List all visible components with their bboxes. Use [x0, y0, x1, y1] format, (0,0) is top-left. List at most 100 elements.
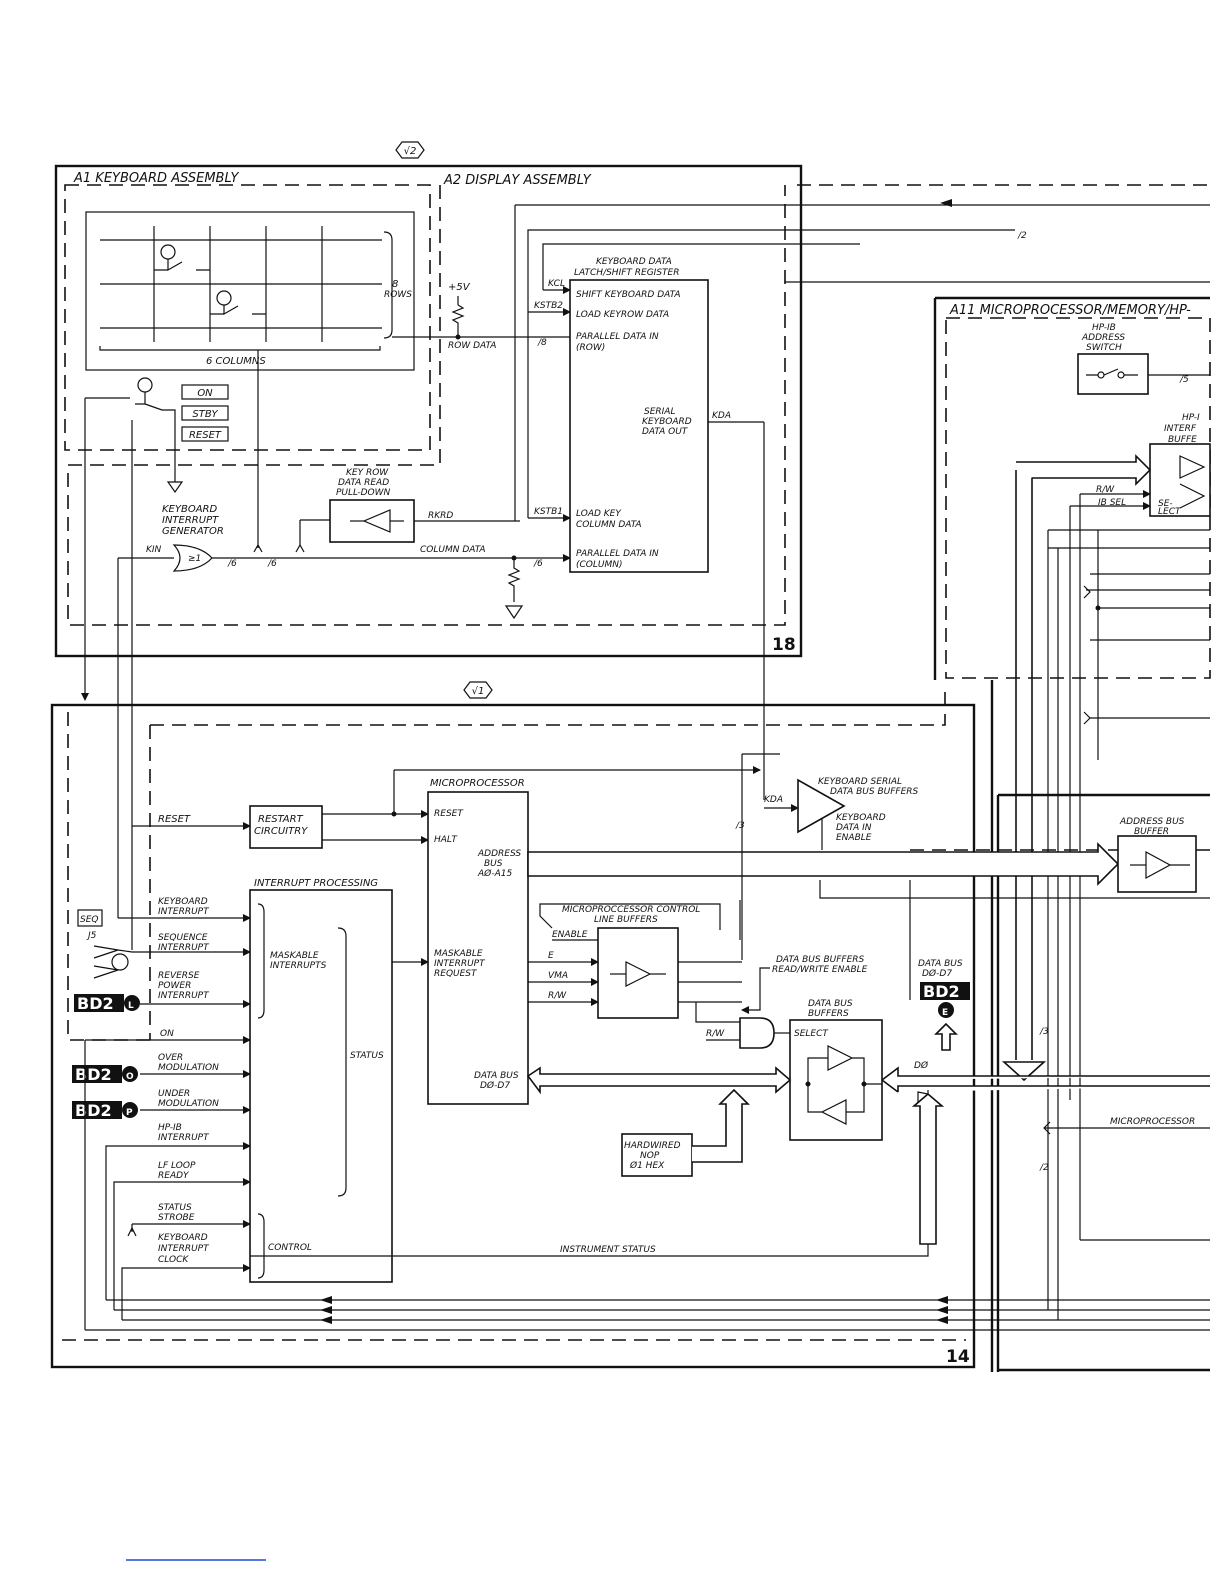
- svg-text:SE-: SE-: [1158, 499, 1173, 509]
- page-number-18: 18: [772, 635, 796, 655]
- svg-text:J5: J5: [86, 931, 97, 941]
- svg-text:/3: /3: [735, 821, 745, 831]
- svg-text:KEYBOARD: KEYBOARD: [642, 417, 692, 427]
- keyboard-latch-register: KEYBOARD DATA LATCH/SHIFT REGISTER SHIFT…: [514, 199, 1210, 800]
- svg-text:DATA OUT: DATA OUT: [642, 427, 689, 437]
- svg-text:≥1: ≥1: [188, 554, 201, 564]
- svg-text:LECT: LECT: [1158, 507, 1182, 517]
- svg-text:HP-IB: HP-IB: [158, 1123, 182, 1133]
- svg-text:/6: /6: [227, 559, 237, 569]
- svg-text:CLOCK: CLOCK: [158, 1255, 189, 1265]
- svg-text:ON: ON: [160, 1029, 174, 1039]
- svg-text:VMA: VMA: [548, 971, 568, 981]
- svg-text:DØ-D7: DØ-D7: [480, 1080, 510, 1091]
- svg-text:RKRD: RKRD: [428, 511, 453, 521]
- svg-text:(ROW): (ROW): [576, 343, 605, 353]
- svg-text:RESET: RESET: [434, 809, 464, 819]
- data-bus-buffers: DATA BUS BUFFERS READ/WRITE ENABLE DATA …: [250, 955, 1210, 1257]
- svg-text:√2: √2: [404, 146, 417, 157]
- svg-text:E: E: [942, 1008, 948, 1018]
- svg-text:IB SEL: IB SEL: [1098, 498, 1126, 508]
- address-bus: ADDRESS BUS BUFFER: [527, 817, 1197, 893]
- keyboard-interrupt-gate: KEYBOARD INTERRUPT GENERATOR ≥1 KIN /6 /…: [117, 504, 520, 918]
- svg-text:BUS: BUS: [484, 859, 503, 869]
- svg-text:R/W: R/W: [706, 1029, 725, 1039]
- svg-text:PULL-DOWN: PULL-DOWN: [336, 488, 391, 498]
- svg-text:LOAD KEYROW DATA: LOAD KEYROW DATA: [576, 310, 669, 320]
- board-ref-bd2-o: BD2 O: [72, 1065, 138, 1084]
- svg-text:INSTRUMENT STATUS: INSTRUMENT STATUS: [560, 1245, 656, 1255]
- key-switch-icon: [160, 244, 176, 260]
- svg-text:DATA READ: DATA READ: [338, 478, 389, 488]
- board-ref-bd2-l: BD2 L: [74, 994, 140, 1013]
- svg-text:MICROPROCCESSOR CONTROL: MICROPROCCESSOR CONTROL: [562, 905, 700, 915]
- svg-text:UNDER: UNDER: [158, 1089, 190, 1099]
- svg-text:AØ-A15: AØ-A15: [477, 868, 513, 879]
- svg-text:L: L: [128, 1001, 134, 1011]
- page-number-14: 14: [946, 1347, 970, 1367]
- svg-text:SEQ: SEQ: [80, 915, 98, 925]
- svg-text:MASKABLE: MASKABLE: [270, 951, 319, 961]
- svg-text:INTERRUPT: INTERRUPT: [434, 959, 486, 969]
- svg-text:LF LOOP: LF LOOP: [158, 1161, 196, 1171]
- a11-assembly: A11 MICROPROCESSOR/MEMORY/HP- HP-IB ADDR…: [933, 296, 1211, 1320]
- svg-text:MICROPROCESSOR: MICROPROCESSOR: [1110, 1117, 1195, 1127]
- board-ref-bd2-e: DATA BUS DØ-D7 BD2 E: [918, 959, 970, 1051]
- svg-text:HARDWIRED: HARDWIRED: [624, 1141, 681, 1151]
- svg-text:KSTB1: KSTB1: [534, 507, 563, 517]
- svg-text:REQUEST: REQUEST: [434, 969, 478, 979]
- svg-text:MICROPROCESSOR: MICROPROCESSOR: [430, 778, 525, 789]
- svg-text:ENABLE: ENABLE: [552, 930, 588, 940]
- svg-text:P: P: [126, 1108, 133, 1118]
- svg-text:+5V: +5V: [448, 282, 471, 293]
- svg-text:KDA: KDA: [712, 411, 731, 421]
- svg-text:KSTB2: KSTB2: [534, 301, 563, 311]
- interrupt-inputs: KEYBOARD INTERRUPT SEQUENCE INTERRUPT RE…: [85, 897, 251, 1320]
- svg-text:STATUS: STATUS: [158, 1203, 192, 1213]
- power-switch: ON STBY RESET: [81, 377, 229, 950]
- svg-text:RESET: RESET: [189, 430, 222, 441]
- lower-bus-lines: MICROPROCESSOR /3 /2: [84, 880, 1210, 1331]
- svg-text:KIN: KIN: [146, 545, 162, 555]
- svg-text:DATA IN: DATA IN: [836, 823, 872, 833]
- svg-text:POWER: POWER: [158, 981, 191, 991]
- control-line-buffers: MICROPROCCESSOR CONTROL LINE BUFFERS ENA…: [528, 903, 790, 1049]
- svg-text:BUFFE: BUFFE: [1168, 435, 1197, 445]
- svg-text:KEYBOARD DATA: KEYBOARD DATA: [596, 257, 672, 267]
- svg-text:INTERRUPT: INTERRUPT: [158, 943, 210, 953]
- svg-text:RESTART: RESTART: [258, 814, 304, 825]
- svg-text:KEYBOARD: KEYBOARD: [158, 897, 208, 907]
- svg-text:INTERRUPT: INTERRUPT: [162, 515, 219, 526]
- lower-board-frame: 14: [50, 680, 1210, 1372]
- svg-text:KEYBOARD: KEYBOARD: [836, 813, 886, 823]
- svg-text:MODULATION: MODULATION: [158, 1063, 219, 1073]
- svg-text:HP-IB: HP-IB: [1092, 323, 1116, 333]
- key-row-pulldown: KEY ROW DATA READ PULL-DOWN RKRD: [329, 468, 520, 543]
- switch-stby-label: [181, 405, 229, 421]
- svg-text:(COLUMN): (COLUMN): [576, 560, 623, 570]
- upper-assembly-frame: A1 KEYBOARD ASSEMBLY A2 DISPLAY ASSEMBLY…: [54, 164, 1210, 658]
- row-data-pullup: +5V ROW DATA /8: [448, 282, 547, 351]
- svg-text:Ø1 HEX: Ø1 HEX: [629, 1160, 665, 1171]
- svg-text:O: O: [126, 1072, 134, 1082]
- svg-text:MASKABLE: MASKABLE: [434, 949, 483, 959]
- svg-text:NOP: NOP: [640, 1151, 660, 1161]
- svg-text:SELECT: SELECT: [794, 1029, 829, 1039]
- svg-text:LATCH/SHIFT REGISTER: LATCH/SHIFT REGISTER: [574, 268, 680, 278]
- interrupt-processing: INTERRUPT PROCESSING MASKABLE INTERRUPTS…: [249, 878, 429, 1283]
- svg-text:INTERRUPT: INTERRUPT: [158, 907, 210, 917]
- svg-text:DATA BUS: DATA BUS: [918, 959, 963, 969]
- svg-text:SWITCH: SWITCH: [1086, 343, 1122, 353]
- svg-text:OVER: OVER: [158, 1053, 183, 1063]
- switch-reset-label: [181, 426, 229, 442]
- svg-text:INTERF: INTERF: [1164, 424, 1197, 434]
- svg-text:DATA BUS: DATA BUS: [474, 1071, 519, 1081]
- svg-text:DØ-D7: DØ-D7: [922, 968, 952, 979]
- svg-text:ROWS: ROWS: [384, 290, 412, 300]
- svg-text:MODULATION: MODULATION: [158, 1099, 219, 1109]
- svg-text:LINE BUFFERS: LINE BUFFERS: [594, 915, 658, 925]
- svg-text:INTERRUPT: INTERRUPT: [158, 1133, 210, 1143]
- svg-text:STBY: STBY: [192, 409, 218, 420]
- svg-text:COLUMN DATA: COLUMN DATA: [420, 545, 486, 555]
